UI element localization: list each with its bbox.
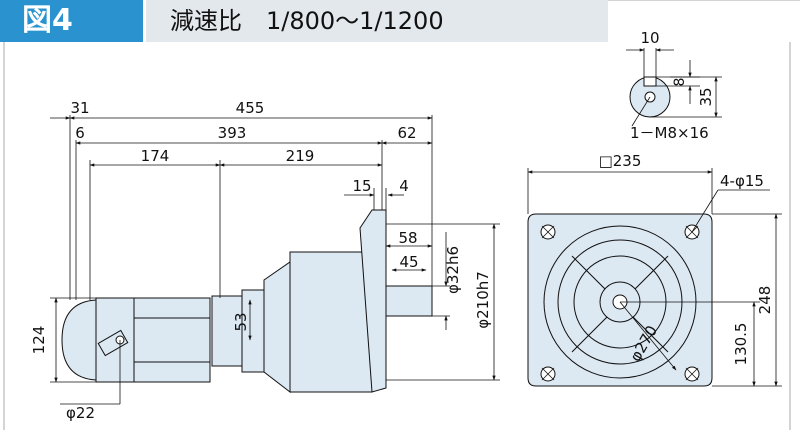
- end-view: [527, 213, 713, 387]
- dim-motor-height: 124: [30, 326, 48, 355]
- motor-end-cap: [61, 299, 97, 381]
- dim-motor-length: 174: [141, 147, 170, 165]
- dim-flange-square: □235: [599, 152, 642, 170]
- title-bar: 減速比 1/800～1/1200: [146, 0, 608, 42]
- reduction-ratio-title: 減速比 1/800～1/1200: [170, 7, 444, 35]
- dim-body-length: 393: [218, 124, 247, 142]
- dim-shaft-diameter: φ32h6: [444, 246, 462, 294]
- dim-shaft-projection: 58: [398, 229, 417, 247]
- shaft-dimension-lines: [626, 48, 722, 127]
- dim-center-height: 130.5: [732, 323, 750, 366]
- tap-hole-label: 1－M8×16: [630, 124, 709, 142]
- dim-shaft-height: 35: [697, 87, 715, 106]
- terminal-box: [211, 295, 243, 367]
- dim-key-length: 45: [399, 253, 418, 271]
- dim-overall-length: 455: [236, 99, 265, 117]
- dim-cable-diameter: φ22: [66, 404, 95, 422]
- gear-housing: [289, 251, 373, 393]
- gear-adapter: [263, 261, 291, 394]
- figure-header: 図4 減速比 1/800～1/1200: [0, 0, 800, 42]
- end-dimension-lines: [527, 168, 782, 387]
- dim-key-width: 10: [640, 29, 659, 47]
- figure-number-badge: 図4: [0, 0, 143, 42]
- side-view: [61, 209, 433, 394]
- output-shaft: [385, 285, 433, 317]
- dim-spigot-diameter: φ210h7: [474, 271, 492, 329]
- dim-flange-height: 248: [756, 286, 774, 315]
- dim-gear-length: 219: [286, 147, 315, 165]
- dim-left-offset: 31: [70, 99, 89, 117]
- side-dimension-lines: [50, 115, 500, 405]
- dim-flange-thickness: 15: [352, 177, 371, 195]
- dim-shaft-length: 62: [397, 124, 416, 142]
- motor-frame: [133, 297, 211, 383]
- dim-flange-edge: 4: [399, 177, 409, 195]
- dim-flange-gap: 6: [75, 124, 85, 142]
- dim-key-depth: 8: [672, 78, 688, 87]
- dim-mounting-holes: 4-φ15: [720, 172, 764, 190]
- dim-boss-height: 53: [232, 312, 250, 331]
